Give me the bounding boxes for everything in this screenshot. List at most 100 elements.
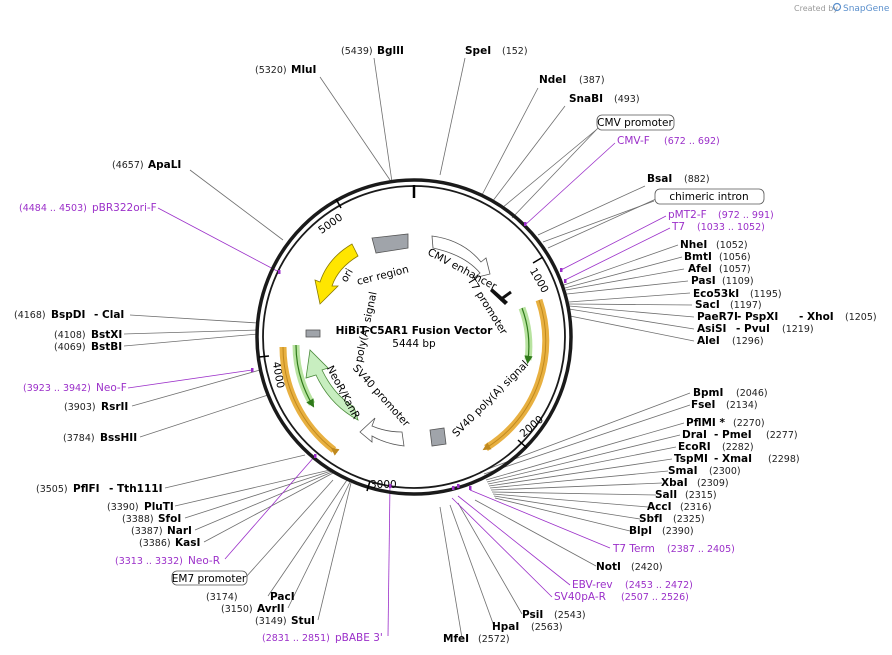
- site-pos: (5439): [341, 46, 373, 57]
- watermark-prefix: Created by: [794, 4, 838, 13]
- primer-sv40pa-r-range: (2507 .. 2526): [621, 592, 689, 603]
- site-pos: (3390): [107, 502, 139, 513]
- site-name: MluI: [291, 64, 316, 76]
- site-pos: (1296): [732, 336, 764, 347]
- site-pos: (5320): [255, 65, 287, 76]
- primer-ebv-rev-range: (2453 .. 2472): [625, 580, 693, 591]
- site-pos: (2270): [733, 418, 765, 429]
- site-name: BssHII: [100, 432, 137, 444]
- site-pos: (152): [502, 46, 528, 57]
- primer-pbr322ori-f: pBR322ori-F: [92, 202, 157, 214]
- site-pos: (2277): [766, 430, 798, 441]
- primer-neo-r-range: (3313 .. 3332): [115, 556, 183, 567]
- cer-region-feature: [371, 233, 409, 254]
- site-name: AvrII: [257, 603, 285, 615]
- site-name: PflFI: [73, 483, 100, 495]
- site-labels: (5439) BglII SpeI (152) (5320) MluI NdeI…: [14, 45, 877, 645]
- feature-label-sv40-promoter: SV40 promoter: [350, 362, 412, 429]
- primer-t7-term: T7 Term: [612, 543, 655, 555]
- site-pos: (2298): [768, 454, 800, 465]
- primer-t7-range: (1033 .. 1052): [697, 222, 765, 233]
- site-name: NarI: [167, 525, 192, 537]
- site-pos: (2046): [736, 388, 768, 399]
- plasmid-name: HiBiT-C5AR1 Fusion Vector: [336, 325, 494, 337]
- primer-pbabe3: pBABE 3': [335, 632, 383, 644]
- primer-t7-term-range: (2387 .. 2405): [667, 544, 735, 555]
- site-name: BmtI: [684, 251, 712, 263]
- site-name: StuI: [291, 615, 315, 627]
- site-pos: (2282): [722, 442, 754, 453]
- ori-feature: [314, 243, 359, 305]
- primer-sv40pa-r: SV40pA-R: [554, 591, 606, 603]
- site-pos: (1109): [722, 276, 754, 287]
- site-pos: (4657): [112, 160, 144, 171]
- site-name: XbaI: [661, 477, 688, 489]
- site-name: NheI: [680, 239, 707, 251]
- tick-label: 1000: [527, 266, 551, 295]
- site-name: Eco53kI: [693, 288, 739, 300]
- site-name: AccI: [647, 501, 671, 513]
- intron-arrow: [521, 307, 533, 365]
- primer-neo-f-range: (3923 .. 3942): [23, 383, 91, 394]
- site-name: FseI: [691, 399, 715, 411]
- site-name: - PmeI: [714, 429, 752, 441]
- plasmid-size: 5444 bp: [392, 338, 436, 350]
- site-pos: (387): [579, 75, 605, 86]
- tick-label: 5000: [316, 211, 345, 236]
- site-pos: (3505): [36, 484, 68, 495]
- primer-pbr322ori-f-range: (4484 .. 4503): [19, 203, 87, 214]
- site-name: PacI: [270, 591, 295, 603]
- site-name: - PspXI: [737, 311, 778, 323]
- primer-labels: CMV-F (672 .. 692) pMT2-F (972 .. 991) T…: [19, 135, 774, 644]
- site-name: RsrII: [101, 401, 128, 413]
- site-name: BstXI: [91, 329, 122, 341]
- site-pos: (1057): [719, 264, 751, 275]
- primer-cmv-f-range: (672 .. 692): [664, 136, 720, 147]
- site-pos: (3784): [63, 433, 95, 444]
- site-pos: (2309): [697, 478, 729, 489]
- site-name: PasI: [691, 275, 716, 287]
- primer-markers: [251, 222, 567, 490]
- site-pos: (2572): [478, 634, 510, 645]
- site-pos: (493): [614, 94, 640, 105]
- site-pos: (2316): [680, 502, 712, 513]
- site-pos: (1056): [719, 252, 751, 263]
- site-pos: (882): [684, 174, 710, 185]
- site-name: BglII: [377, 45, 404, 57]
- site-name: NotI: [596, 561, 621, 573]
- primer-pbabe3-range: (2831 .. 2851): [262, 633, 330, 644]
- feature-label-cer-region: cer region: [356, 263, 410, 287]
- boxed-feature-em7-promoter: EM7 promoter: [172, 573, 247, 585]
- snapgene-logo-icon: [832, 2, 842, 12]
- cmv-enhancer-feature: [431, 235, 491, 279]
- snapgene-watermark: Created by SnapGene: [794, 2, 890, 14]
- site-pos: (1195): [750, 289, 782, 300]
- site-pos: (1219): [782, 324, 814, 335]
- site-pos: (2315): [685, 490, 717, 501]
- features: [279, 233, 550, 456]
- primer-ebv-rev: EBV-rev: [572, 579, 613, 591]
- site-name: AleI: [697, 335, 720, 347]
- site-pos: (2325): [673, 514, 705, 525]
- site-name: SpeI: [465, 45, 491, 57]
- site-name: - ClaI: [94, 309, 124, 321]
- orf-arrow: [482, 299, 547, 451]
- site-name: SmaI: [668, 465, 698, 477]
- site-name: TspMI: [674, 453, 708, 465]
- backbone-outer: [255, 178, 573, 496]
- boxed-feature-labels: CMV promoter chimeric intron EM7 promote…: [171, 114, 765, 586]
- site-pos: (3388): [122, 514, 154, 525]
- site-name: BpmI: [693, 387, 723, 399]
- site-pos: (3386): [139, 538, 171, 549]
- feature-label-ori: ori: [339, 267, 356, 285]
- t7-promoter-marker: [499, 290, 512, 302]
- site-pos: (3149): [255, 616, 287, 627]
- site-name: AfeI: [688, 263, 712, 275]
- site-pos: (1197): [730, 300, 762, 311]
- site-name: PluTI: [144, 501, 174, 513]
- cmv-promoter-marker: [490, 288, 508, 305]
- site-name: SacI: [695, 299, 720, 311]
- site-name: - XmaI: [714, 453, 752, 465]
- primer-pmt2-f-range: (972 .. 991): [718, 210, 774, 221]
- site-name: BstBI: [91, 341, 122, 353]
